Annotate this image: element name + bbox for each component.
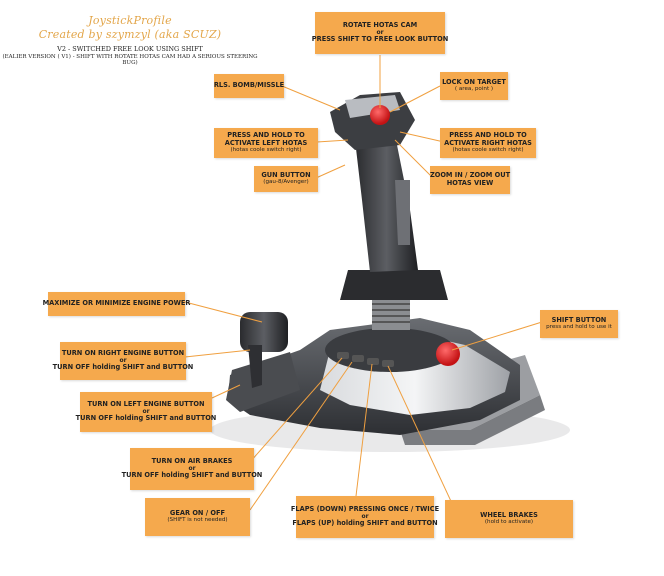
right-hotas-line2: ACTIVATE RIGHT HOTAS	[444, 138, 532, 147]
throttle-lever	[240, 312, 288, 352]
leader-lock-target	[389, 85, 441, 113]
air-brakes-line1: TURN ON AIR BRAKES	[151, 457, 233, 466]
left-hotas-line2: ACTIVATE LEFT HOTAS	[224, 138, 308, 147]
air-brakes-line2: TURN OFF holding SHIFT and BUTTON	[121, 471, 263, 479]
leader-left-hotas	[316, 139, 349, 143]
left-engine-line1: TURN ON LEFT ENGINE BUTTON	[87, 400, 205, 409]
base-button-2	[352, 355, 364, 362]
right-engine-or: or	[119, 357, 127, 364]
flaps-line2: FLAPS (UP) holding SHIFT and BUTTON	[292, 519, 438, 527]
callout-wheel-brakes: WHEEL BRAKES (hold to activate)	[445, 500, 573, 538]
zoom-line1: ZOOM IN / ZOOM OUT	[429, 171, 511, 180]
left-engine-or: or	[142, 408, 150, 415]
rls-bomb-line1: RLS. BOMB/MISSLE	[213, 81, 285, 90]
rotate-cam-or: or	[376, 29, 384, 36]
leader-air-brakes	[249, 357, 343, 463]
earlier-version-note: (EALIER VERSION ( V1) - SHIFT WITH ROTAT…	[2, 54, 258, 66]
lock-target-line1: LOCK ON TARGET	[442, 77, 506, 86]
version-note: V2 - SWITCHED FREE LOOK USING SHIFT	[57, 45, 203, 53]
header: JoystickProfile Created by szymzyl (aka …	[0, 0, 260, 66]
shift-button-red	[436, 342, 460, 366]
callout-shift-button: SHIFT BUTTON press and hold to use it	[540, 310, 618, 338]
right-engine-line1: TURN ON RIGHT ENGINE BUTTON	[61, 349, 185, 358]
callout-left-engine: TURN ON LEFT ENGINE BUTTON or TURN OFF h…	[76, 392, 216, 432]
wheel-brakes-sub: (hold to activate)	[484, 519, 534, 526]
callout-rls-bomb-missle: RLS. BOMB/MISSLE	[214, 74, 284, 98]
right-hotas-sub: (hotas coole switch right)	[452, 147, 524, 154]
profile-author: Created by szymzyl (aka SCUZ)	[38, 28, 222, 41]
leader-lines	[184, 55, 543, 513]
callout-flaps: FLAPS (DOWN) PRESSING ONCE / TWICE or FL…	[291, 496, 439, 538]
rotate-cam-line1: ROTATE HOTAS CAM	[342, 21, 418, 30]
leader-flaps	[355, 363, 373, 497]
gun-sub: (gau-8/Avenger)	[263, 179, 309, 186]
left-hotas-line1: PRESS AND HOLD TO	[227, 131, 305, 140]
leader-left-engine	[211, 384, 241, 399]
callout-right-engine: TURN ON RIGHT ENGINE BUTTON or TURN OFF …	[53, 342, 193, 380]
callout-lock-on-target: LOCK ON TARGET ( area, point )	[440, 72, 508, 100]
stick-collar	[340, 270, 448, 300]
profile-title: JoystickProfile	[88, 14, 172, 27]
leader-gun	[315, 164, 346, 179]
leader-engine-power	[184, 301, 263, 323]
leader-zoom	[394, 139, 434, 179]
callout-rotate-hotas-cam: ROTATE HOTAS CAM or PRESS SHIFT TO FREE …	[311, 12, 449, 54]
right-engine-line2: TURN OFF holding SHIFT and BUTTON	[52, 363, 194, 371]
left-hotas-sub: (hotas coole switch right)	[230, 147, 302, 154]
left-engine-line2: TURN OFF holding SHIFT and BUTTON	[75, 414, 217, 422]
lock-target-sub: ( area, point )	[454, 86, 494, 93]
flaps-or: or	[361, 513, 369, 520]
callout-engine-power: MAXIMIZE OR MINIMIZE ENGINE POWER	[43, 292, 190, 316]
air-brakes-or: or	[188, 465, 196, 472]
callout-gear: GEAR ON / OFF (SHIFT is not needed)	[145, 498, 250, 536]
zoom-line2: HOTAS VIEW	[446, 179, 494, 187]
gun-line1: GUN BUTTON	[261, 170, 311, 179]
throttle-base	[226, 352, 300, 412]
leader-shift	[451, 321, 543, 351]
stick-spring	[372, 300, 410, 330]
callout-gun-button: GUN BUTTON (gau-8/Avenger)	[254, 166, 318, 192]
leader-wheel-brakes	[387, 365, 457, 513]
leader-right-hotas	[399, 131, 445, 143]
leader-gear	[249, 361, 353, 511]
shift-line1: SHIFT BUTTON	[551, 315, 607, 324]
rotate-cam-line2: PRESS SHIFT TO FREE LOOK BUTTON	[311, 35, 449, 43]
leader-right-engine	[184, 349, 251, 358]
gear-sub: (SHIFT is not needed)	[167, 517, 228, 524]
callout-zoom: ZOOM IN / ZOOM OUT HOTAS VIEW	[430, 166, 510, 194]
lock-target-red	[370, 105, 390, 125]
callout-right-hotas: PRESS AND HOLD TO ACTIVATE RIGHT HOTAS (…	[440, 128, 536, 158]
base-button-3	[367, 358, 379, 365]
callout-left-hotas: PRESS AND HOLD TO ACTIVATE LEFT HOTAS (h…	[214, 128, 318, 158]
gear-line1: GEAR ON / OFF	[169, 508, 226, 517]
flaps-line1: FLAPS (DOWN) PRESSING ONCE / TWICE	[290, 505, 440, 514]
right-hotas-line1: PRESS AND HOLD TO	[449, 131, 527, 140]
leader-rls-bomb	[281, 85, 341, 111]
base-button-1	[337, 352, 349, 359]
engine-power-line1: MAXIMIZE OR MINIMIZE ENGINE POWER	[42, 299, 191, 308]
shift-sub: press and hold to use it	[546, 324, 612, 331]
wheel-brakes-line1: WHEEL BRAKES	[480, 510, 538, 519]
callout-air-brakes: TURN ON AIR BRAKES or TURN OFF holding S…	[122, 448, 262, 490]
base-button-4	[382, 360, 394, 367]
